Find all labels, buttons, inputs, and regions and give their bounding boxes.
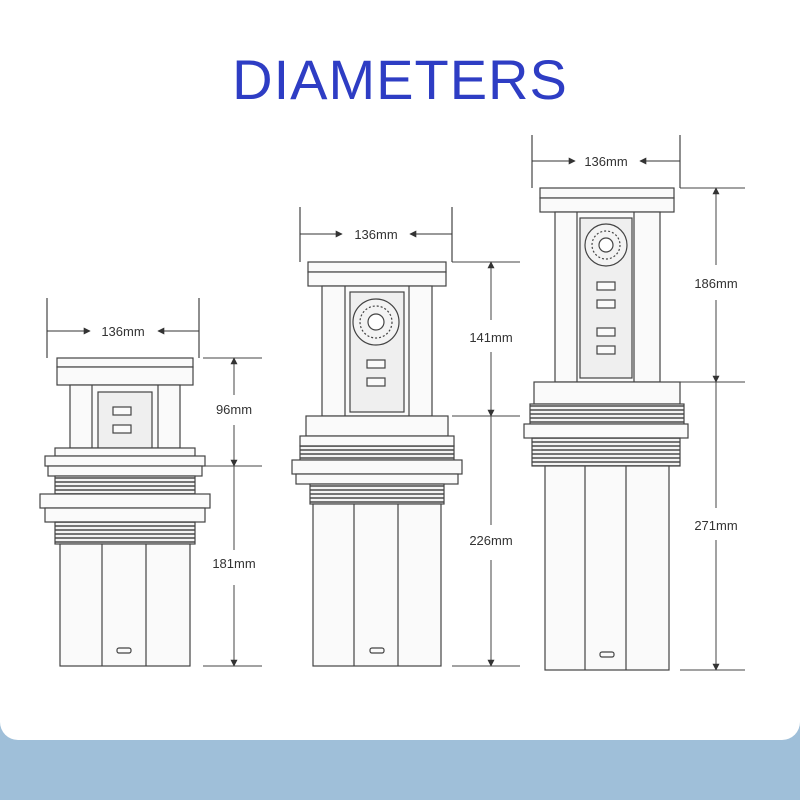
height-top-label-small: 96mm xyxy=(216,402,252,417)
page-title: DIAMETERS xyxy=(232,48,568,111)
dimension-lines-large xyxy=(680,187,745,671)
height-bottom-label-small: 181mm xyxy=(212,556,255,571)
height-top-label-medium: 141mm xyxy=(469,330,512,345)
unit-large xyxy=(523,135,689,671)
height-top-label-large: 186mm xyxy=(694,276,737,291)
width-label-medium: 136mm xyxy=(354,227,397,242)
unit-small xyxy=(39,298,211,667)
dimension-lines-small xyxy=(203,357,262,667)
unit-medium xyxy=(291,207,463,667)
dimension-lines-medium xyxy=(452,261,520,667)
width-label-large: 136mm xyxy=(584,154,627,169)
width-label-small: 136mm xyxy=(101,324,144,339)
height-bottom-label-medium: 226mm xyxy=(469,533,512,548)
height-bottom-label-large: 271mm xyxy=(694,518,737,533)
